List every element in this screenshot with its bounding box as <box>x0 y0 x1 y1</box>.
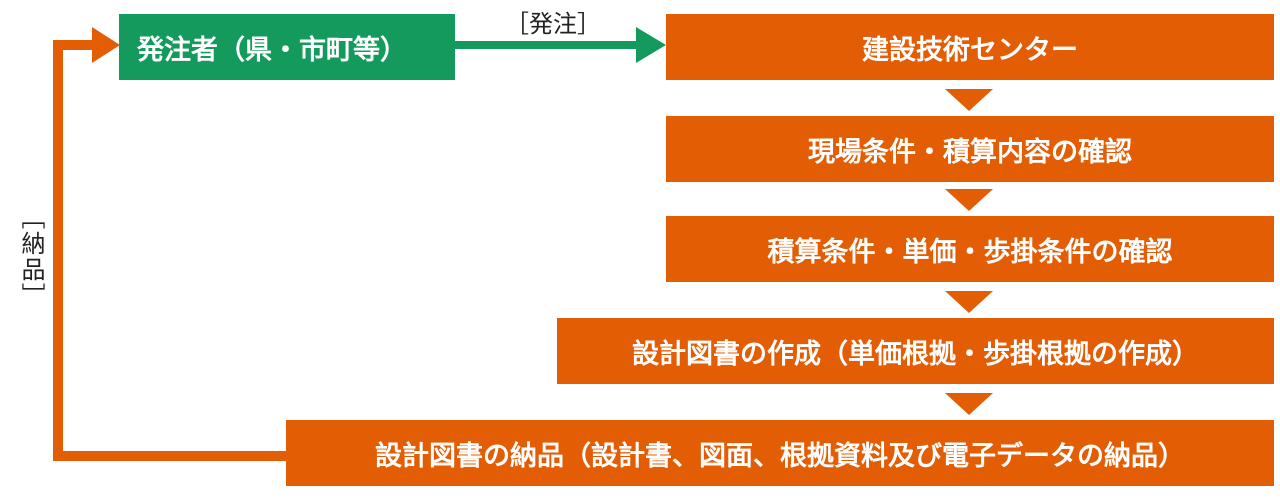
step-box-estimation-conditions: 積算条件・単価・歩掛条件の確認 <box>666 216 1274 282</box>
step-label: 設計図書の納品（設計書、図面、根拠資料及び電子データの納品） <box>375 440 1185 472</box>
order-arrow-head <box>636 27 666 63</box>
step-label: 積算条件・単価・歩掛条件の確認 <box>767 236 1173 268</box>
step-box-site-conditions: 現場条件・積算内容の確認 <box>666 116 1274 182</box>
delivery-arrow-head <box>92 27 120 63</box>
step-label: 現場条件・積算内容の確認 <box>808 136 1132 168</box>
orderer-box: 発注者（県・市町等） <box>119 14 455 80</box>
delivery-label: ［納品］ <box>17 205 45 309</box>
step-box-design-document-creation: 設計図書の作成（単価根拠・歩掛根拠の作成） <box>557 318 1274 384</box>
order-label: ［発注］ <box>505 10 601 38</box>
order-arrow-shaft <box>455 41 640 49</box>
down-arrow-1 <box>945 89 993 111</box>
down-arrow-3 <box>945 291 993 313</box>
delivery-return-line <box>53 40 286 461</box>
step-box-construction-center: 建設技術センター <box>666 14 1274 80</box>
orderer-label: 発注者（県・市町等） <box>137 34 407 66</box>
down-arrow-4 <box>945 393 993 415</box>
down-arrow-2 <box>945 189 993 211</box>
step-label: 設計図書の作成（単価根拠・歩掛根拠の作成） <box>632 338 1199 370</box>
step-box-design-document-delivery: 設計図書の納品（設計書、図面、根拠資料及び電子データの納品） <box>286 420 1274 486</box>
step-label: 建設技術センター <box>862 34 1078 66</box>
